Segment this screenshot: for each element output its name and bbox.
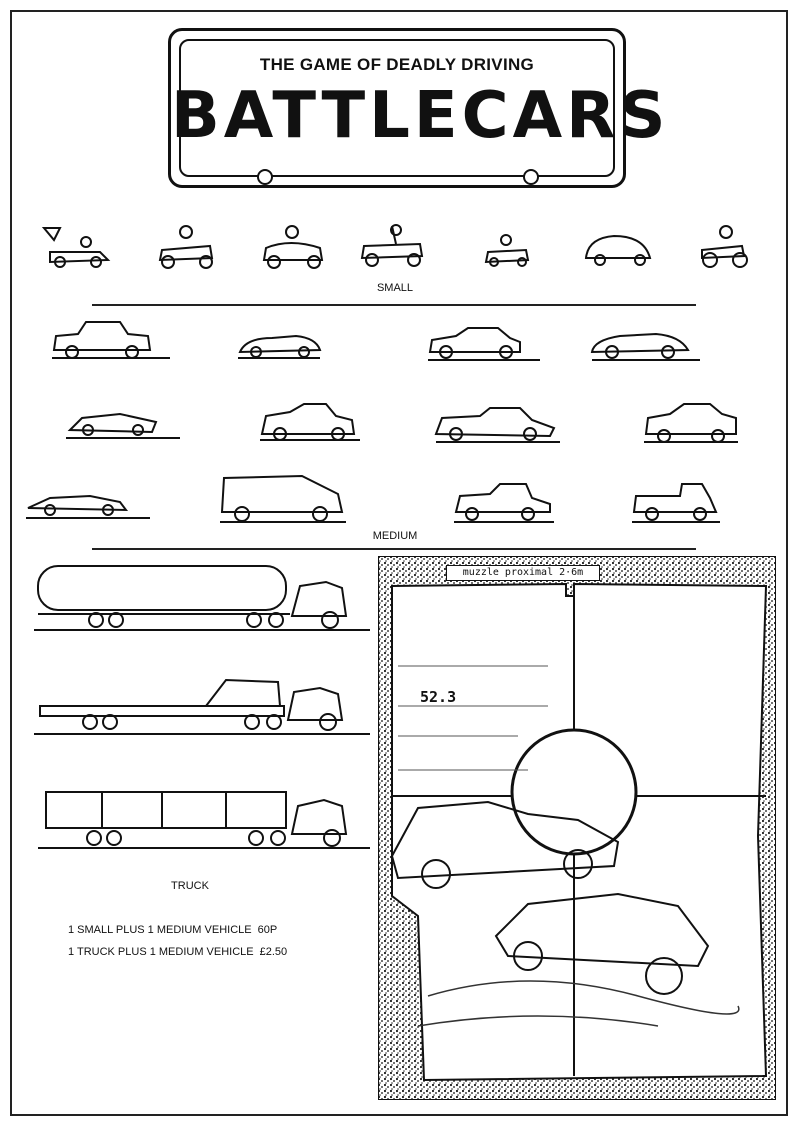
medium-vehicles-grid [26,321,738,523]
truck-vehicles-column [34,565,370,849]
small-vehicles-row [41,224,748,269]
truck-box-trailer [38,791,370,849]
price-amount: £2.50 [259,946,288,958]
small-vehicle-trike [158,225,214,269]
price-description: 1 SMALL PLUS 1 MEDIUM VEHICLE [68,924,252,936]
hud-muzzle-readout: muzzle proximal 2·6m [446,565,600,581]
medium-vehicle-taxi [52,321,170,359]
plate-bolt-left [257,169,273,185]
medium-vehicle-van [220,474,346,523]
medium-vehicle-pickup-truck [632,483,720,523]
medium-vehicle-pickup-gunner [454,483,554,523]
gunsight-scene-illustration [378,556,776,1100]
price-line-small-medium: 1 SMALL PLUS 1 MEDIUM VEHICLE 60P [68,924,277,936]
small-vehicle-jetbike [41,227,111,268]
title-plate-inner-border [179,39,615,177]
divider-medium [92,548,696,550]
price-description: 1 TRUCK PLUS 1 MEDIUM VEHICLE [68,946,254,958]
truck-flatbed [34,678,370,735]
medium-vehicle-classic-sedan [644,403,738,443]
medium-vehicle-long-racer [26,494,150,519]
scene-car-sedan [390,800,620,889]
category-label-small: SMALL [376,282,414,294]
small-vehicle-kart [484,234,530,267]
small-vehicle-bubble-car [584,234,652,266]
small-vehicle-sidecar [262,225,324,269]
title-plate: THE GAME OF DEADLY DRIVING BATTLECARS [168,28,670,188]
divider-small [92,304,696,306]
scene-car-wedge [494,892,710,995]
game-subtitle: THE GAME OF DEADLY DRIVING [259,55,535,74]
medium-vehicle-sports-car [590,332,700,361]
page-border [10,10,788,1116]
medium-vehicle-wedge-racer [66,412,180,439]
category-label-truck: TRUCK [171,880,209,892]
medium-vehicle-finned-sedan [434,407,560,443]
small-vehicle-motorbike [701,225,748,268]
price-amount: 60P [257,924,278,936]
hud-speed-readout: 52.3 [420,688,457,706]
plate-bolt-right [523,169,539,185]
category-label-medium: MEDIUM [372,530,418,542]
price-line-truck-medium: 1 TRUCK PLUS 1 MEDIUM VEHICLE £2.50 [68,946,287,958]
medium-vehicle-armed-hatchback [260,403,360,441]
medium-vehicle-coupe [428,327,540,361]
truck-tanker [34,565,370,631]
small-vehicle-buggy [360,224,424,267]
medium-vehicle-roadster [238,334,322,359]
game-title: BATTLECARS [171,79,670,153]
